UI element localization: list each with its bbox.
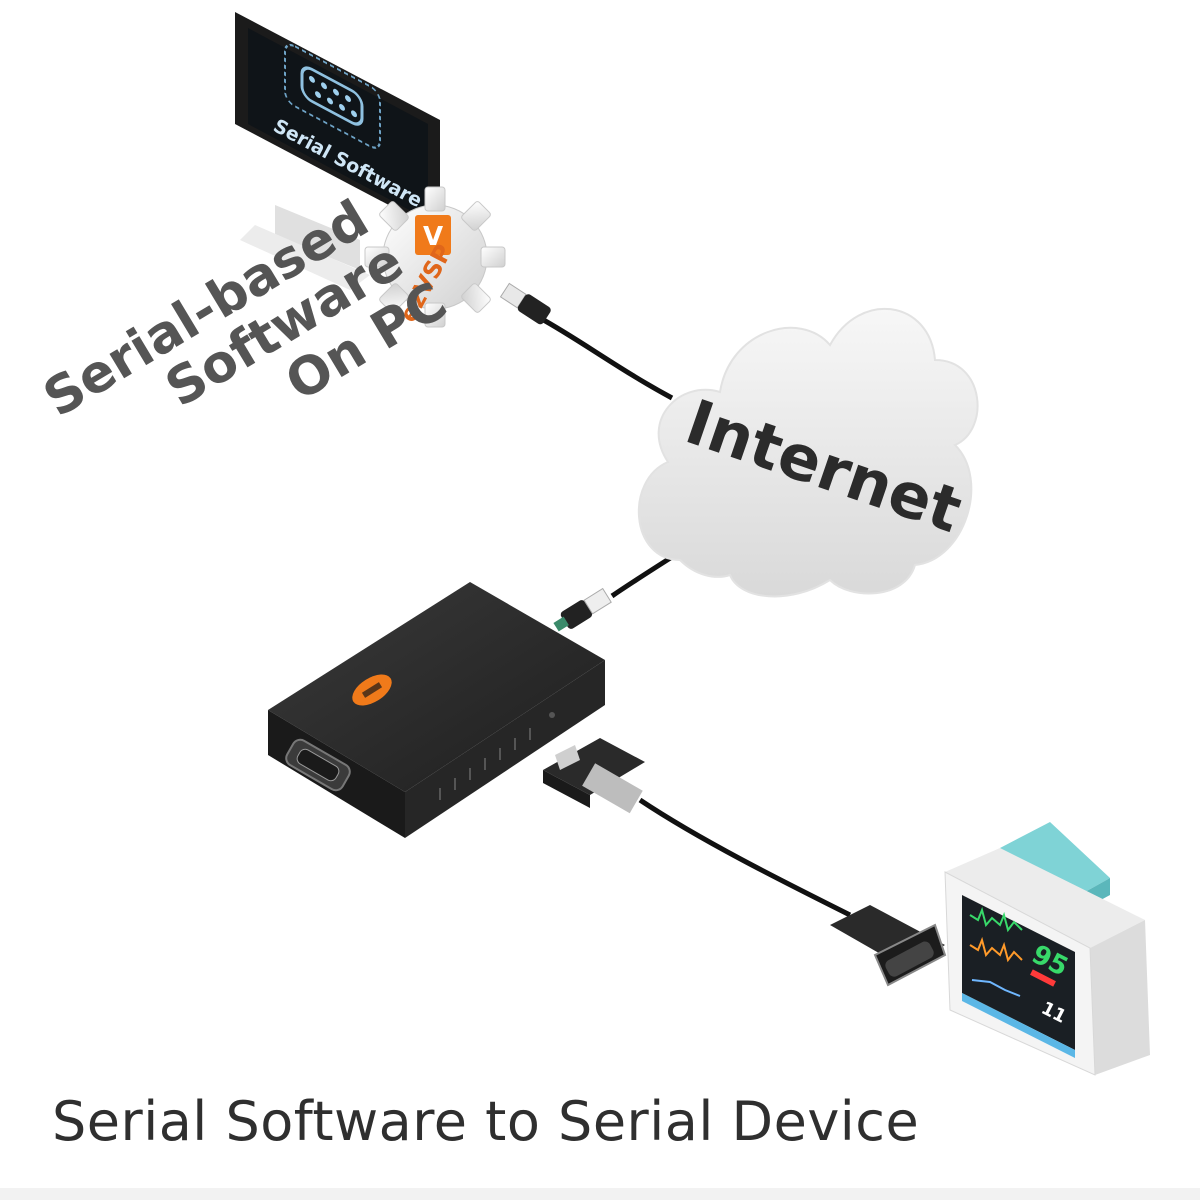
serial-connector-device-end: [543, 738, 645, 814]
device-logo-icon: [352, 674, 392, 706]
device-server: [268, 582, 605, 838]
internet-cloud: Internet: [637, 307, 979, 598]
device-vents: [439, 728, 531, 800]
ezvsp-logo-icon: [415, 215, 451, 255]
waveform-green: [969, 906, 1023, 933]
db9-port-device: [285, 738, 351, 792]
diagram-caption: Serial Software to Serial Device: [52, 1090, 920, 1153]
waveform-orange: [969, 936, 1023, 963]
db9-port-icon: [284, 43, 381, 149]
monitor-red-label: [1030, 969, 1056, 987]
waveform-blue: [971, 979, 1021, 997]
ethernet-cable-pc: [538, 315, 674, 401]
monitor-screen: [248, 28, 428, 220]
rj45-connector-device: [553, 587, 612, 632]
ezvsp-logo-letter: V: [423, 222, 443, 252]
device-led: [549, 712, 555, 718]
patient-monitor-device: 95 11: [944, 822, 1150, 1076]
rj45-connector-pc: [499, 282, 551, 325]
patient-monitor-screen: [962, 895, 1075, 1050]
serial-cable: [638, 797, 852, 918]
bottom-divider: [0, 1188, 1200, 1200]
serial-connector-monitor-end: [830, 905, 947, 987]
